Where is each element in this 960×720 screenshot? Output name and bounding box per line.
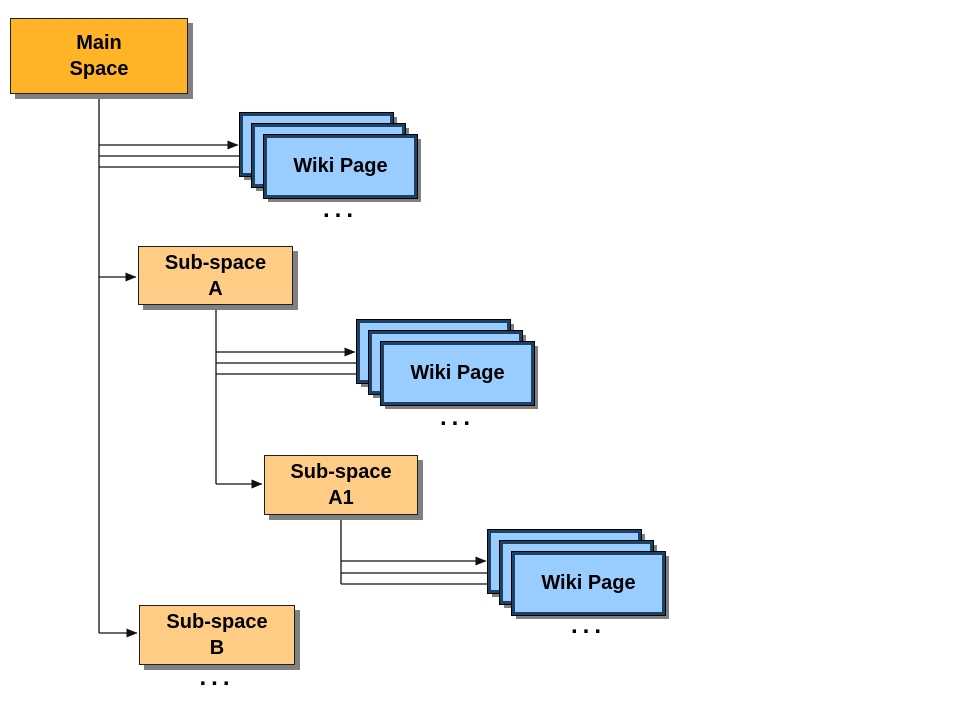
more-pages-ellipsis: ... — [570, 612, 606, 639]
more-sub-spaces-ellipsis: ... — [199, 664, 235, 691]
sub-space-b-box: Sub-space B — [139, 605, 295, 665]
more-pages-ellipsis: ... — [322, 196, 358, 223]
wiki-page-front-box: Wiki Page — [380, 341, 535, 406]
sub-space-a1-label-line1: Sub-space — [290, 461, 392, 483]
wiki-page-front-box: Wiki Page — [511, 551, 666, 616]
sub-space-a-label-line1: Sub-space — [164, 251, 267, 274]
more-pages-ellipsis: ... — [439, 404, 475, 431]
sub-space-a-box: Sub-space A — [138, 246, 293, 305]
wiki-page-label: Wiki Page — [541, 572, 636, 594]
wiki-page-label: Wiki Page — [410, 362, 505, 384]
sub-space-b-label-line2: B — [209, 637, 225, 659]
main-space-label-line1: Main — [76, 32, 122, 54]
wiki-page-front-box: Wiki Page — [263, 134, 418, 199]
wiki-page-stack-2: Wiki Page — [356, 319, 558, 427]
sub-space-b-label-line1: Sub-space — [166, 611, 268, 633]
sub-space-a-label-line2: A — [208, 277, 223, 300]
sub-space-a1-label-line2: A1 — [328, 487, 354, 509]
wiki-page-stack-3: Wiki Page — [487, 529, 689, 637]
sub-space-a1-box: Sub-space A1 — [264, 455, 418, 515]
main-space-box: Main Space — [10, 18, 188, 94]
wiki-page-stack-1: Wiki Page — [239, 112, 441, 220]
wiki-page-label: Wiki Page — [293, 155, 388, 177]
main-space-label-line2: Space — [69, 58, 129, 80]
